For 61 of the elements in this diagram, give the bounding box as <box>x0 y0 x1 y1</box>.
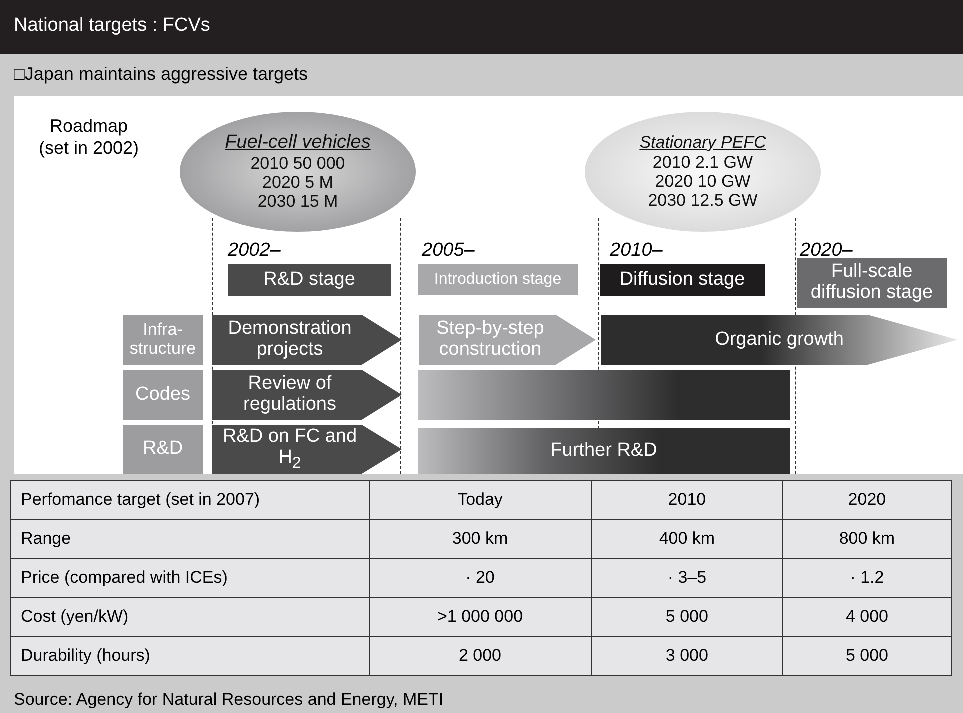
target-value: 2020 10 GW <box>655 173 751 192</box>
node-label: Introduction stage <box>434 270 562 288</box>
node-label: Step-by-step construction <box>436 319 546 361</box>
node-label: Diffusion stage <box>620 270 746 290</box>
table-cell: 3 000 <box>591 636 783 676</box>
year-label: 2010– <box>610 240 663 262</box>
year-label: 2020– <box>800 240 853 262</box>
node-label: Review of regulations <box>242 374 338 416</box>
target-value: 2010 50 000 <box>250 155 346 174</box>
target-value: 2030 12.5 GW <box>648 192 758 210</box>
target-value: 2030 15 M <box>258 192 338 212</box>
table-cell: 2 000 <box>369 636 592 676</box>
table-header-cell: Today <box>369 480 592 520</box>
table-cell: 400 km <box>591 520 783 558</box>
target-value: 2010 2.1 GW <box>652 154 754 173</box>
stage-box <box>600 264 765 296</box>
table-cell: · 1.2 <box>782 558 952 598</box>
gradient-bar <box>418 428 790 474</box>
table-cell: Range <box>10 520 370 558</box>
pentagon-band <box>212 370 402 420</box>
stage-box <box>797 258 947 308</box>
table-header-cell: 2010 <box>591 480 783 520</box>
title: National targets : FCVs <box>14 15 210 37</box>
table-header-cell: Perfomance target (set in 2007) <box>10 480 370 520</box>
node-label: Demonstration projects <box>227 319 353 361</box>
callout-heading: Fuel-cell vehicles <box>225 132 371 154</box>
table-cell: >1 000 000 <box>369 598 592 636</box>
target-value: 2020 5 M <box>262 174 334 193</box>
table-cell: 800 km <box>782 520 952 558</box>
subheading: □Japan maintains aggressive targets <box>14 64 308 85</box>
node-label: Further R&D <box>550 440 658 462</box>
node-label: Infra-structure <box>128 321 198 359</box>
node-label: Codes <box>136 384 190 406</box>
node-label: Full-scale diffusion stage <box>810 262 934 304</box>
node-label: R&D stage <box>264 270 356 290</box>
roadmap-label: Roadmap (set in 2002) <box>38 116 140 160</box>
row-header <box>123 370 203 420</box>
table-cell: · 3–5 <box>591 558 783 598</box>
node-label: R&D on FC and H$_{2}$ <box>222 426 358 472</box>
table-cell: 5 000 <box>782 636 952 676</box>
node-label: R&D <box>142 439 184 460</box>
table-cell: Price (compared with ICEs) <box>10 558 370 598</box>
row-header <box>123 425 203 474</box>
table-cell: Durability (hours) <box>10 636 370 676</box>
row-header <box>123 315 203 365</box>
year-label: 2002– <box>228 240 281 262</box>
stage-box <box>228 264 391 296</box>
stage-box <box>418 264 578 295</box>
table-cell: 300 km <box>369 520 592 558</box>
gradient-bar <box>418 370 790 420</box>
pentagon-band <box>212 315 402 365</box>
pentagon-band <box>212 425 402 474</box>
node-label: Organic growth <box>715 330 844 350</box>
table-cell: 4 000 <box>782 598 952 636</box>
table-cell: · 20 <box>369 558 592 598</box>
callout-heading: Stationary PEFC <box>640 134 766 152</box>
table-header-cell: 2020 <box>782 480 952 520</box>
table-cell: Cost (yen/kW) <box>10 598 370 636</box>
source-caption: Source: Agency for Natural Resources and Energy, METI <box>14 690 444 710</box>
year-label: 2005– <box>422 240 475 262</box>
table-cell: 5 000 <box>591 598 783 636</box>
